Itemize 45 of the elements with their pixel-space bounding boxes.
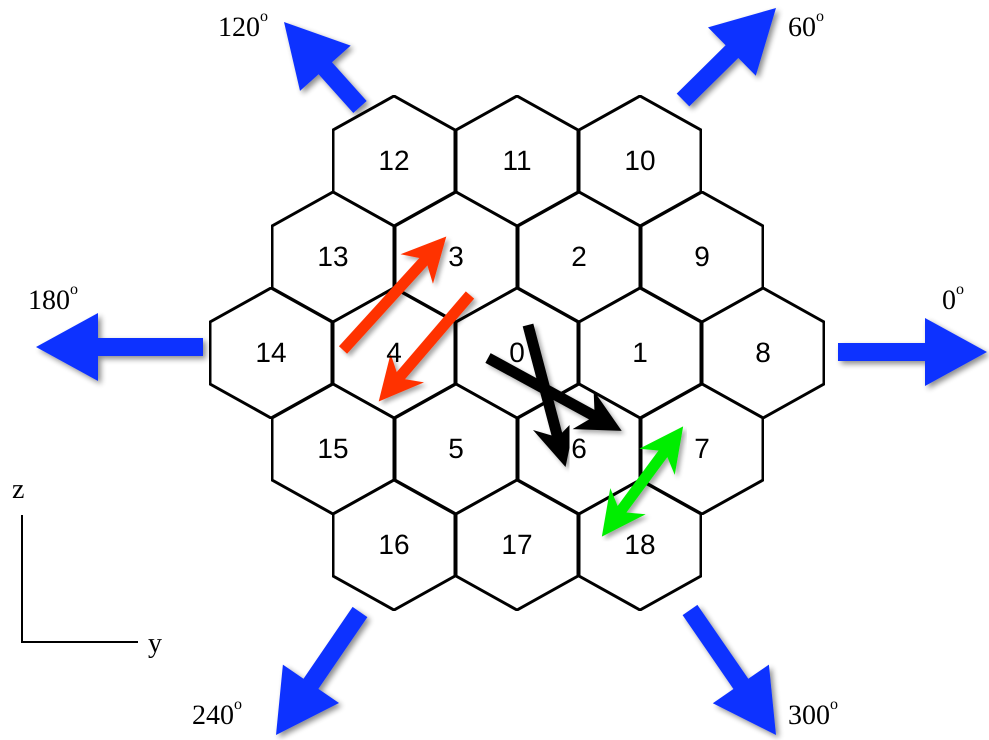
arrow (485, 353, 622, 431)
hex-cell (455, 479, 579, 611)
cell-number: 17 (501, 529, 533, 561)
axis-label: z (12, 474, 24, 506)
hex-cell (455, 95, 579, 227)
hex-cell (640, 191, 764, 323)
angle-label: 240$^{o}$ (192, 700, 242, 732)
cell-number: 5 (448, 433, 464, 465)
hex-cell (701, 287, 825, 419)
cell-number: 6 (571, 433, 587, 465)
cell-number: 14 (255, 337, 287, 369)
cell-number: 15 (317, 433, 349, 465)
hex-cell (517, 191, 641, 323)
cell-number: 13 (317, 241, 349, 273)
hex-cell (271, 383, 395, 515)
cell-number: 16 (378, 529, 410, 561)
cell-number: 3 (448, 241, 464, 273)
angle-label: 180$^{o}$ (28, 285, 78, 317)
hex-cell (271, 191, 395, 323)
cell-number: 10 (624, 145, 656, 177)
hex-cell (578, 95, 702, 227)
angle-label: 300$^{o}$ (788, 700, 838, 732)
angle-label: 120$^{o}$ (218, 12, 268, 44)
axis-label: y (148, 628, 162, 660)
cell-number: 8 (755, 337, 771, 369)
cell-number: 12 (378, 145, 410, 177)
arrow (602, 426, 684, 537)
hex-cell (332, 95, 456, 227)
cell-number: 11 (502, 145, 532, 177)
hex-cell (332, 479, 456, 611)
angle-label: 60$^{o}$ (788, 12, 824, 44)
arrow (338, 236, 446, 354)
cell-number: 18 (624, 529, 656, 561)
cell-number: 7 (694, 433, 710, 465)
hex-cell (578, 479, 702, 611)
cell-number: 1 (632, 337, 648, 369)
cell-number: 0 (509, 337, 525, 369)
angle-label: 0$^{o}$ (942, 285, 964, 317)
hex-cell (209, 287, 333, 419)
hex-cell (578, 287, 702, 419)
cell-number: 2 (571, 241, 587, 273)
cell-number: 4 (386, 337, 402, 369)
hex-cell (394, 383, 518, 515)
hex-cell (640, 383, 764, 515)
cell-number: 9 (694, 241, 710, 273)
